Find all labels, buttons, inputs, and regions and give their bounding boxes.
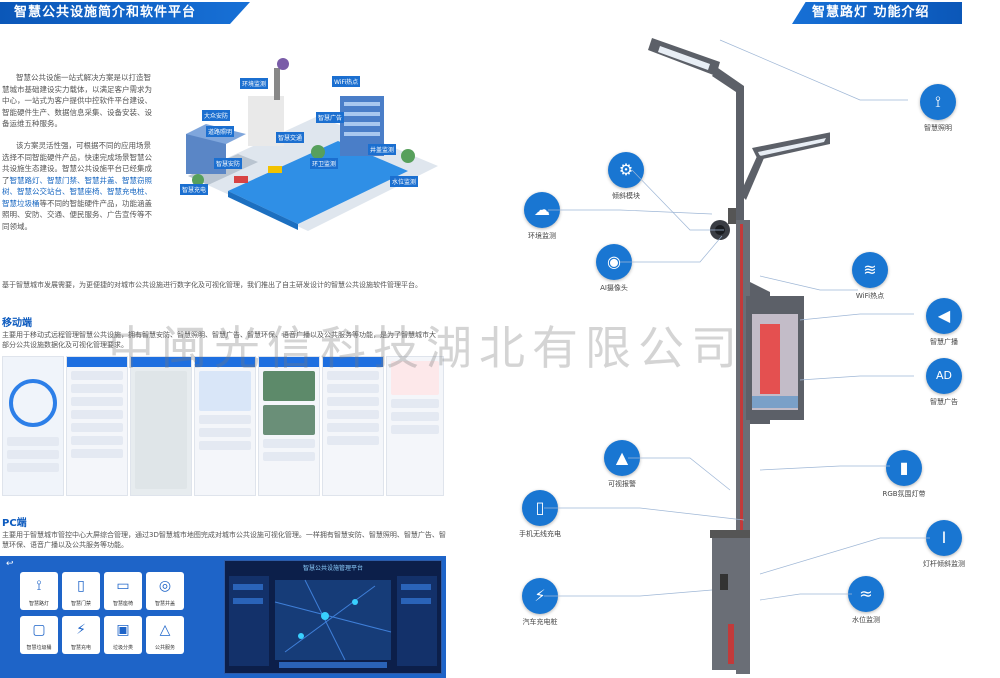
watermark: 中闽光信科技湖北有限公司 — [108, 321, 744, 375]
pole-tilt-icon: I — [926, 520, 962, 556]
pc-tile[interactable]: ⚡智慧充电 — [62, 616, 100, 654]
feature-lighting: ⟟智慧照明 — [908, 84, 968, 133]
pc-section-title: PC端 — [2, 518, 27, 529]
ad-display-icon: AD — [926, 358, 962, 394]
city-label: 智慧充电 — [180, 184, 209, 195]
city-label: 水位监测 — [390, 176, 419, 187]
phone-screen-profile — [386, 356, 444, 496]
feature-broadcast: ◀智慧广播 — [914, 298, 974, 347]
mobile-section-text: 主要用于移动式远程管理智慧公共设施，拥有智慧安防、智慧照明、智慧广告、智慧环保、… — [2, 331, 436, 349]
pc-tile[interactable]: ▢智慧垃圾桶 — [20, 616, 58, 654]
pc-tile[interactable]: ◎智慧井盖 — [146, 572, 184, 610]
pc-section-text: 主要用于智慧城市管控中心大屏综合管理，通过3D智慧城市地图完成对城市公共设施可视… — [2, 531, 446, 549]
feature-rgb-light-strip: ▮RGB氛围灯带 — [872, 450, 936, 499]
city-label: 环境监测 — [240, 78, 269, 89]
feature-wifi: ≋WiFi热点 — [840, 252, 900, 301]
phone-screen-home — [2, 356, 64, 496]
feature-tilt-module: ⚙倾斜模块 — [596, 152, 656, 201]
dashboard-title: 智慧公共设施管理平台 — [302, 565, 363, 572]
city-label: 井盖监测 — [368, 144, 397, 155]
city-label: WiFi热点 — [332, 76, 361, 87]
phone-screen-device — [194, 356, 256, 496]
city-label: 智慧广告 — [316, 112, 345, 123]
feature-water-level: ≈水位监测 — [834, 576, 898, 625]
back-arrow-icon[interactable]: ↩ — [6, 559, 14, 569]
phone-screen-camera — [258, 356, 320, 496]
pc-tile[interactable]: ▭智慧座椅 — [104, 572, 142, 610]
phone-screen-list — [66, 356, 128, 496]
mobile-section-title: 移动端 — [2, 318, 32, 329]
left-section-header: 智慧公共设施简介和软件平台 — [0, 2, 250, 24]
phone-screen-menu — [322, 356, 384, 496]
intro-paragraph-1: 智慧公共设施一站式解决方案是以打造智慧城市基础建设实力载体，以满足客户需求为中心… — [2, 73, 152, 128]
pc-tile[interactable]: △公共服务 — [146, 616, 184, 654]
wifi-icon: ≋ — [852, 252, 888, 288]
pc-dashboard-banner: ↩ ⟟智慧路灯 ▯智慧门禁 ▭智慧座椅 ◎智慧井盖 ▢智慧垃圾桶 ⚡智慧充电 ▣… — [0, 556, 446, 678]
platform-intro: 基于智慧城市发展需要，为更便捷的对城市公共设施进行数字化及可视化管理，我们推出了… — [2, 281, 422, 289]
intro-paragraph-2: 该方案灵活性强，可根据不同的应用场景选择不同智能硬件产品，快速完成场景智慧公共设… — [2, 141, 152, 231]
pc-tile[interactable]: ▣垃圾分类 — [104, 616, 142, 654]
speaker-icon: ◀ — [926, 298, 962, 334]
phone-screen-map — [130, 356, 192, 496]
smart-city-illustration: 环境监测 WiFi热点 大众安防 道路照明 智慧交通 智慧广告 智慧安防 环卫监… — [168, 56, 448, 236]
street-light-icon: ⟟ — [920, 84, 956, 120]
water-level-icon: ≈ — [848, 576, 884, 612]
city-label: 智慧交通 — [276, 132, 305, 143]
smart-pole-illustration — [640, 24, 832, 678]
pc-tile[interactable]: ⟟智慧路灯 — [20, 572, 58, 610]
tilt-sensor-icon: ⚙ — [608, 152, 644, 188]
city-label: 大众安防 — [202, 110, 231, 121]
city-label: 道路照明 — [206, 126, 235, 137]
right-section-header: 智慧路灯 功能介绍 — [792, 2, 962, 24]
city-label: 智慧安防 — [214, 158, 243, 169]
city-label: 环卫监测 — [310, 158, 339, 169]
dashboard-screen: 智慧公共设施管理平台 — [224, 560, 442, 674]
pc-tile[interactable]: ▯智慧门禁 — [62, 572, 100, 610]
light-strip-icon: ▮ — [886, 450, 922, 486]
